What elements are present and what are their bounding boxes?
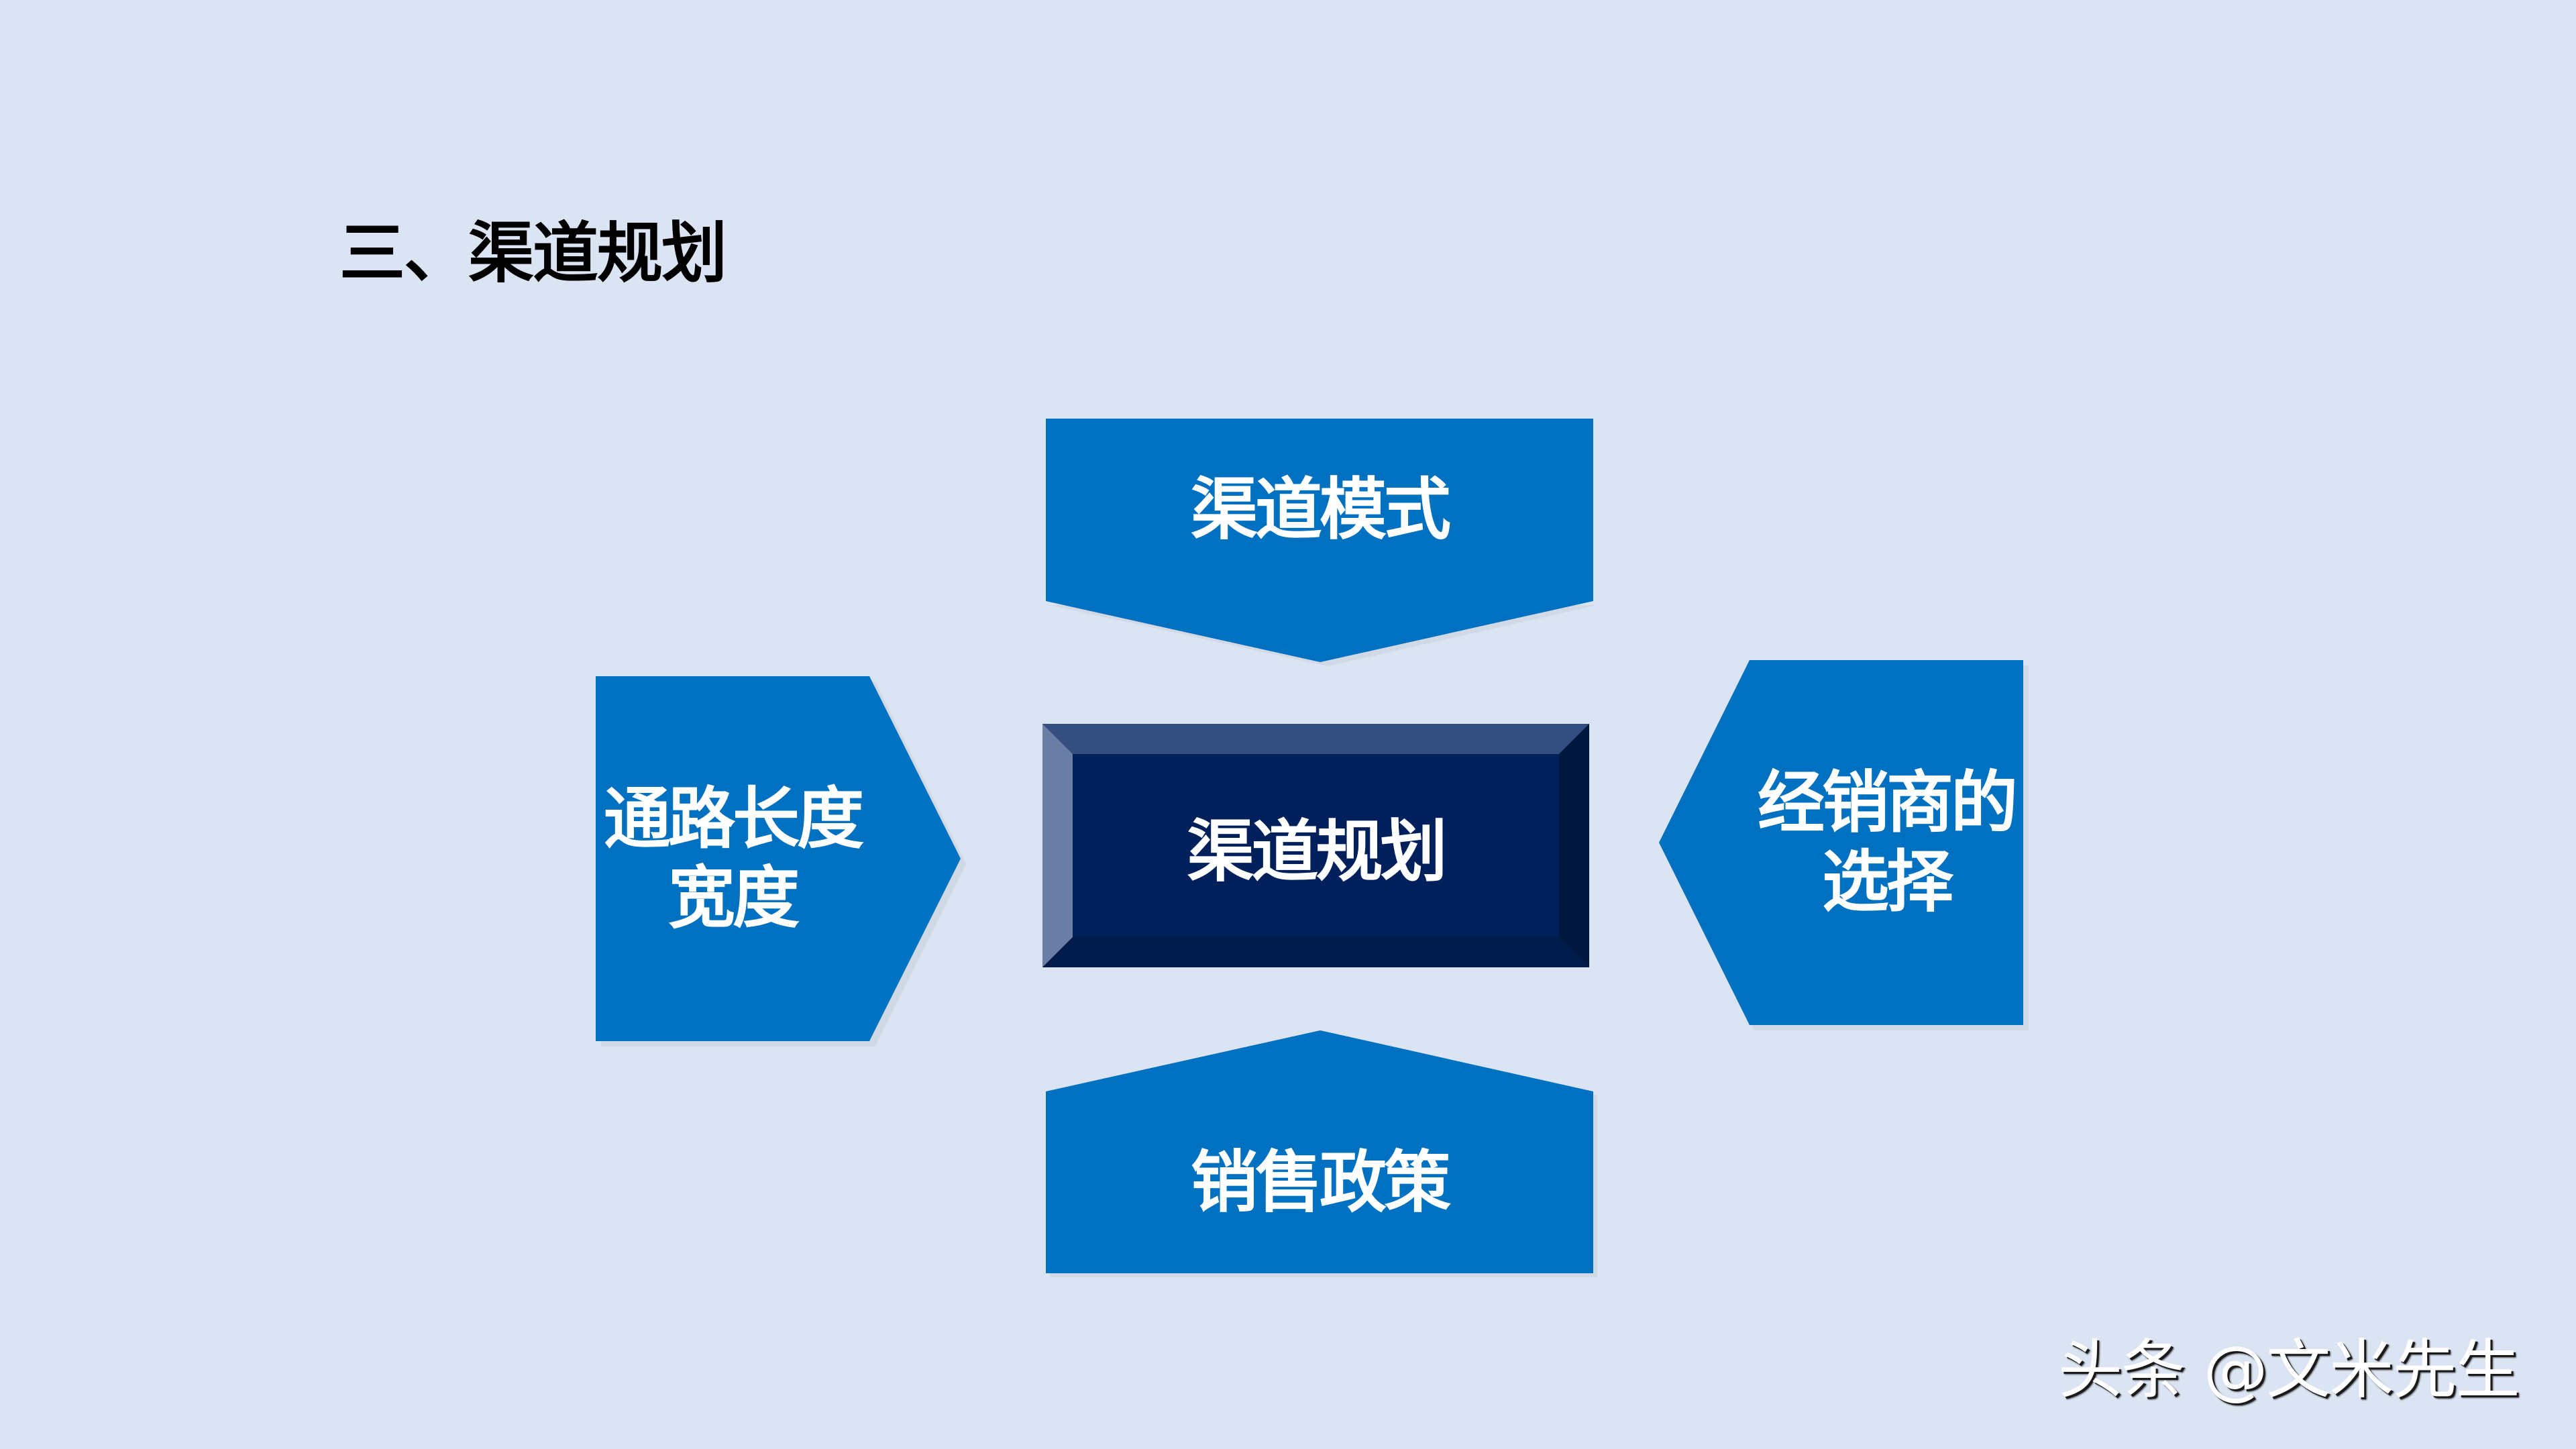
right-pentagon-label-line1: 经销商的 xyxy=(1758,763,2018,842)
left-arrow-pentagon-shape xyxy=(1659,660,2029,1030)
right-arrow-pentagon-shape xyxy=(596,676,966,1046)
right-pentagon-dealer-selection: 经销商的 选择 xyxy=(1659,660,2029,1030)
bottom-pentagon-label: 销售政策 xyxy=(1191,1142,1451,1222)
left-pentagon-label-line1: 通路长度 xyxy=(604,780,864,858)
right-pentagon-label-line2: 选择 xyxy=(1822,843,1953,921)
top-pentagon-channel-mode: 渠道模式 xyxy=(1046,419,1597,666)
up-arrow-pentagon-shape xyxy=(1046,1030,1597,1277)
bevel-rectangle-shape xyxy=(1042,724,1589,967)
center-box-label: 渠道规划 xyxy=(1187,812,1448,891)
down-arrow-pentagon-shape xyxy=(1046,419,1597,666)
bottom-pentagon-sales-policy: 销售政策 xyxy=(1046,1030,1597,1277)
left-pentagon-channel-length-width: 通路长度 宽度 xyxy=(596,676,966,1046)
slide-title: 三、渠道规划 xyxy=(339,215,727,292)
left-pentagon-label-line2: 宽度 xyxy=(668,859,800,937)
watermark-text: 头条 @文米先生 xyxy=(2058,1332,2520,1407)
center-box-channel-planning: 渠道规划 xyxy=(1042,724,1589,967)
top-pentagon-label: 渠道模式 xyxy=(1191,470,1451,549)
